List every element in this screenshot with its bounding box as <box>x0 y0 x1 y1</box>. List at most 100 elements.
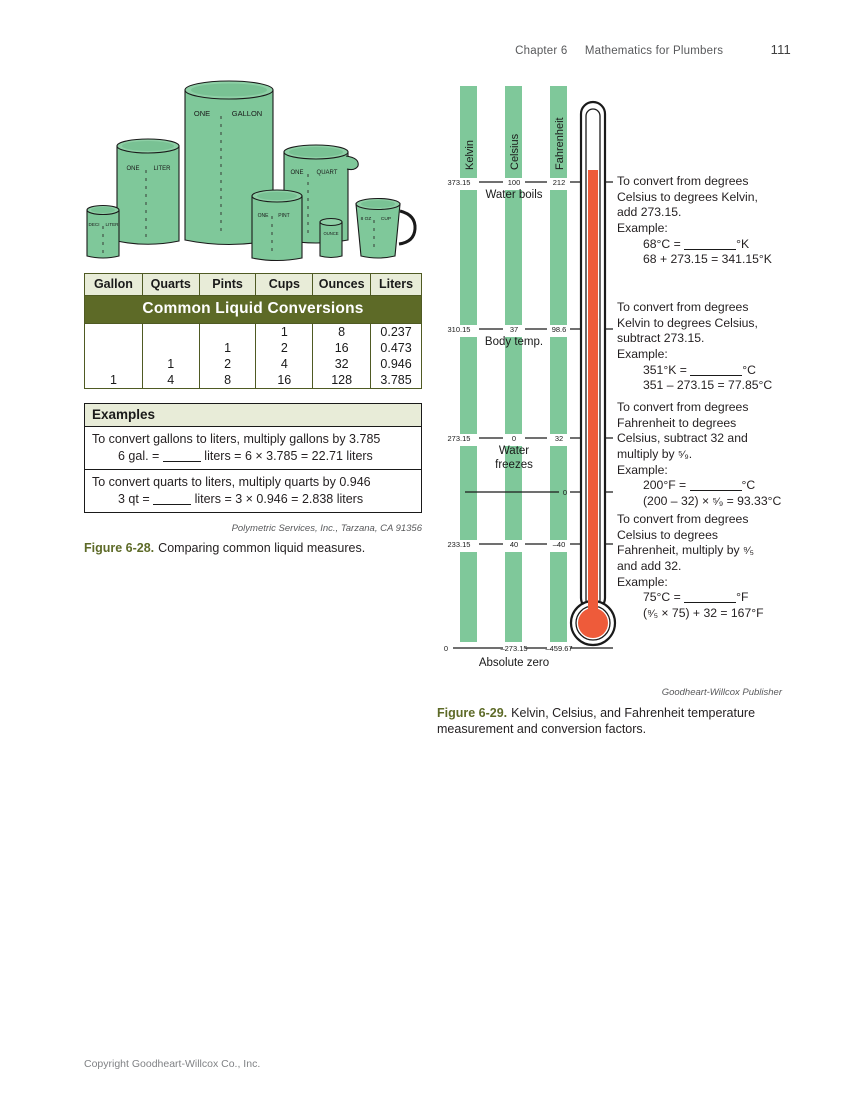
tick-fahrenheit-zero: 0 <box>563 488 567 497</box>
tick-celsius-body: 37 <box>510 325 518 334</box>
conv-line: Fahrenheit to degrees <box>617 415 737 430</box>
conv-line: To convert from degrees <box>617 400 749 414</box>
conv-example-solution: 68 + 273.15 = 341.15°K <box>643 252 772 267</box>
fraction-five-ninths: ⁵⁄₉ <box>712 496 724 509</box>
left-column: ONE GALLON ONE LITER ONE QUART ONE PINT … <box>84 78 429 556</box>
conv-line: Kelvin to degrees Celsius, <box>617 315 758 330</box>
table-row: 1 8 0.237 <box>84 323 422 340</box>
figure-28-number: Figure 6-28. <box>84 541 155 555</box>
column-header-cups: Cups <box>255 273 314 296</box>
conv-ex-suffix: °C <box>742 362 756 377</box>
examples-heading: Examples <box>85 404 421 427</box>
table-row: 1 4 8 16 128 3.785 <box>84 372 422 389</box>
example-suffix: liters = 3 × 0.946 = 2.838 liters <box>191 491 364 506</box>
conv-example-problem: 351°K = °C <box>617 363 797 379</box>
column-header-ounces: Ounces <box>312 273 372 296</box>
figure-28-text: Comparing common liquid measures. <box>158 541 366 555</box>
conv-sol-prefix: ( <box>643 606 648 621</box>
cell-gallon <box>84 356 143 372</box>
conv-line: and add 32. <box>617 559 682 574</box>
figure-28-caption: Figure 6-28.Comparing common liquid meas… <box>84 540 429 556</box>
figure-28-credit: Polymetric Services, Inc., Tarzana, CA 9… <box>231 523 422 534</box>
label-pint: PINT <box>278 213 289 219</box>
conv-ex-suffix: °K <box>736 236 750 251</box>
conv-line-prefix: multiply by <box>617 447 678 462</box>
label-cup: CUP <box>381 216 391 222</box>
conv-line: subtract 273.15. <box>617 331 705 346</box>
conv-example-solution: (200 – 32) × ⁵⁄₉ = 93.33°C <box>617 494 797 510</box>
conv-example-label: Example: <box>617 347 668 362</box>
column-header-gallon: Gallon <box>84 273 143 296</box>
conv-line: multiply by ⁵⁄₉. <box>617 447 797 463</box>
conv-ex-prefix: 351°K = <box>643 362 691 377</box>
examples-box: Examples To convert gallons to liters, m… <box>84 403 422 513</box>
tick-fahrenheit-boil: 212 <box>553 178 566 187</box>
conv-sol-suffix: × 75) + 32 = 167°F <box>658 606 764 621</box>
conversion-block-celsius-to-kelvin: To convert from degrees Celsius to degre… <box>617 174 797 268</box>
tick-fahrenheit-freeze: 32 <box>555 434 563 443</box>
label-cup-oz: 8 OZ <box>361 216 372 222</box>
example-worked: 6 gal. = liters = 6 × 3.785 = 22.71 lite… <box>92 448 415 465</box>
conv-ex-prefix: 68°C = <box>643 236 685 251</box>
conv-line: Celsius to degrees <box>617 527 718 542</box>
tick-fahrenheit-body: 98.6 <box>552 325 567 334</box>
conv-ex-prefix: 200°F = <box>643 478 690 493</box>
column-header-liters: Liters <box>370 273 422 296</box>
conv-example-solution: (⁹⁄₅ × 75) + 32 = 167°F <box>617 606 797 622</box>
table-header-row: Gallon Quarts Pints Cups Ounces Liters <box>84 273 422 296</box>
tick-kelvin-freeze: 273.15 <box>448 434 471 443</box>
header-title: Mathematics for Plumbers <box>584 45 724 57</box>
fraction-nine-fifths: ⁹⁄₅ <box>647 608 659 621</box>
conv-line: To convert from degrees <box>617 174 749 188</box>
answer-blank <box>162 460 201 462</box>
fraction-five-ninths: ⁵⁄₉ <box>677 449 689 462</box>
tick-celsius-minus40: 40 <box>510 540 518 549</box>
tick-kelvin-body: 310.15 <box>448 325 471 334</box>
page-footer-copyright: Copyright Goodheart-Willcox Co., Inc. <box>84 1058 261 1070</box>
cell-liters: 0.237 <box>370 323 422 340</box>
label-quart-one: ONE <box>290 170 303 176</box>
reference-label-body-temp: Body temp. <box>485 336 543 348</box>
tick-celsius-abszero: –273.15 <box>500 644 527 653</box>
reference-label-water-freezes-1: Water <box>499 445 529 457</box>
cell-ounces: 8 <box>312 323 372 340</box>
tick-kelvin-minus40: 233.15 <box>448 540 471 549</box>
cell-pints <box>198 323 257 340</box>
figure-29-credit: Goodheart-Willcox Publisher <box>661 687 782 698</box>
answer-blank <box>689 490 742 492</box>
example-item: To convert quarts to liters, multiply qu… <box>85 469 421 512</box>
example-statement: To convert gallons to liters, multiply g… <box>92 432 381 446</box>
column-header-pints: Pints <box>198 273 257 296</box>
table-row: 1 2 16 0.473 <box>84 340 422 356</box>
cell-cups: 1 <box>255 323 314 340</box>
temperature-scales-diagram: Kelvin Celsius Fahrenheit <box>437 78 797 683</box>
label-gallon: GALLON <box>232 109 262 118</box>
conv-line: Celsius to degrees Kelvin, <box>617 189 758 204</box>
right-column: Kelvin Celsius Fahrenheit <box>437 78 797 738</box>
cell-ounces: 32 <box>312 356 372 372</box>
cell-liters: 0.473 <box>370 340 422 356</box>
header-chapter: Chapter 6 <box>515 45 568 57</box>
fraction-nine-fifths: ⁹⁄₅ <box>743 545 754 558</box>
reference-label-water-freezes-2: freezes <box>495 459 533 471</box>
cell-cups: 16 <box>255 372 314 389</box>
example-prefix: 6 gal. = <box>118 448 163 463</box>
cell-liters: 3.785 <box>370 372 422 389</box>
label-liter: LITER <box>153 166 171 172</box>
cell-liters: 0.946 <box>370 356 422 372</box>
cell-gallon <box>84 340 143 356</box>
tick-fahrenheit-minus40: –40 <box>553 540 566 549</box>
tick-kelvin-boil: 373.15 <box>448 178 471 187</box>
label-ounce: OUNCE <box>323 231 338 236</box>
figure-29-text-line2: measurement and conversion factors. <box>437 722 647 737</box>
conv-example-label: Example: <box>617 462 668 477</box>
conversion-block-fahrenheit-to-celsius: To convert from degrees Fahrenheit to de… <box>617 400 797 510</box>
cell-quarts: 1 <box>141 356 200 372</box>
label-deci-liter: LITER <box>105 222 119 227</box>
reference-label-absolute-zero: Absolute zero <box>479 657 549 669</box>
table-title-row: Common Liquid Conversions <box>84 295 422 324</box>
label-pint-one: ONE <box>258 213 270 219</box>
conv-sol-prefix: (200 – 32) × <box>643 494 713 509</box>
example-item: To convert gallons to liters, multiply g… <box>85 427 421 469</box>
conv-line: To convert from degrees <box>617 300 749 314</box>
